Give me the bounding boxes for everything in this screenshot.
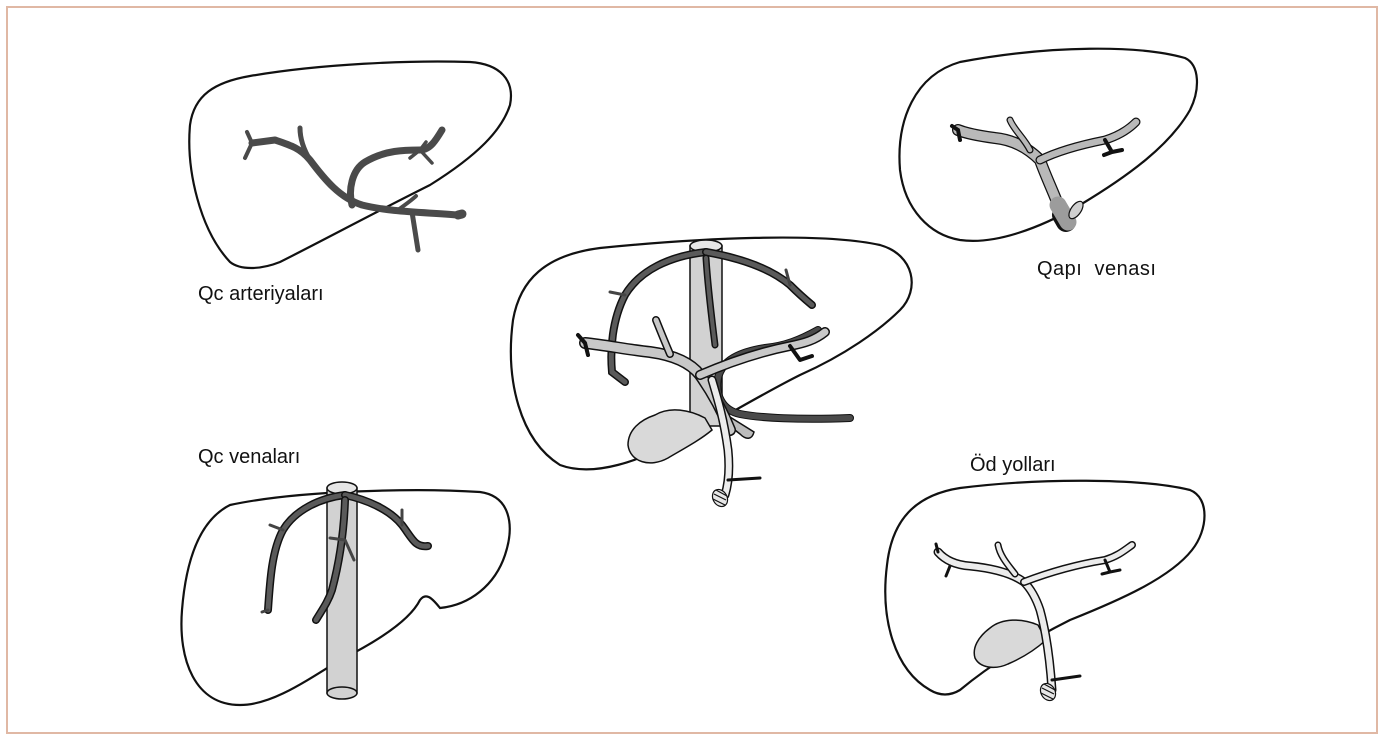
label-bile-ducts: Öd yolları bbox=[970, 454, 1056, 477]
liver-outline-arteries bbox=[189, 62, 511, 268]
portal-vein-tree bbox=[952, 120, 1136, 222]
combined-gallbladder bbox=[628, 410, 712, 463]
label-hepatic-veins: Qc venaları bbox=[198, 446, 300, 469]
hepatic-artery-tree bbox=[245, 128, 462, 250]
label-hepatic-arteries: Qc arteriyaları bbox=[198, 283, 324, 306]
bile-duct-tree bbox=[936, 544, 1132, 690]
liver-outline-bile bbox=[885, 481, 1204, 695]
liver-bile-panel bbox=[885, 481, 1204, 704]
label-portal-vein: Qapı venası bbox=[1037, 258, 1156, 281]
liver-arteries-panel bbox=[189, 62, 511, 268]
bile-gallbladder bbox=[974, 620, 1046, 667]
liver-outline-portal bbox=[899, 49, 1196, 241]
liver-portal-panel bbox=[899, 49, 1196, 241]
liver-combined-panel bbox=[511, 238, 912, 510]
liver-veins-panel bbox=[181, 482, 509, 705]
combined-bile-duct bbox=[712, 380, 760, 495]
